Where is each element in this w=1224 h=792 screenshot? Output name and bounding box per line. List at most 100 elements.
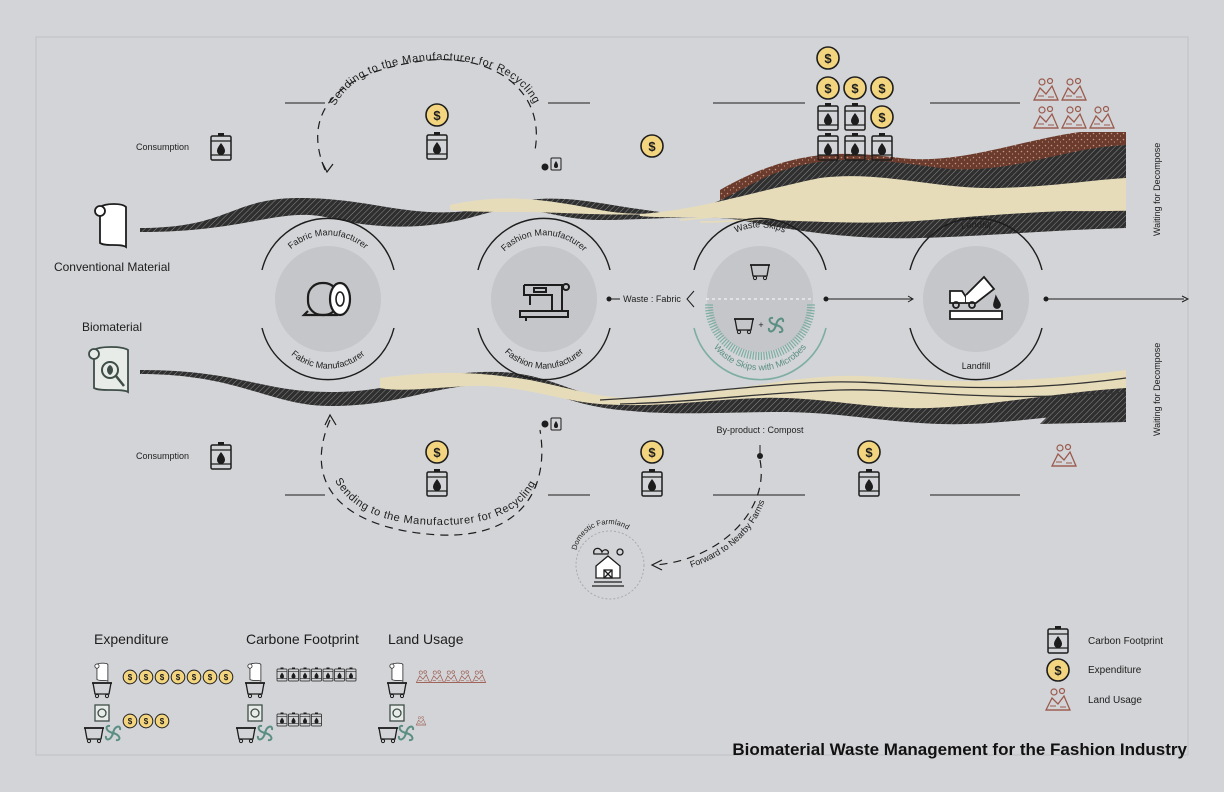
microbe-ray — [768, 351, 771, 360]
microbe-icon — [104, 724, 122, 742]
microbe-ray — [777, 348, 782, 356]
microbe-ray — [798, 330, 807, 336]
legend: Carbon Footprint Expenditure Land Usage — [1045, 625, 1163, 711]
microbe-ray — [752, 351, 755, 360]
microbe-ray — [782, 345, 788, 354]
microbe-ray — [772, 349, 777, 358]
conventional-stream — [140, 132, 1127, 239]
landfill-cost-stack — [816, 46, 894, 161]
dumpster-icon — [244, 682, 266, 699]
land-usage-icon — [430, 670, 444, 683]
fabric-roll-icon — [301, 281, 352, 317]
microbe-ray — [805, 316, 814, 321]
legend-land-icon — [1045, 687, 1071, 711]
land-usage-icon-bottom — [1051, 443, 1077, 467]
land-bio-icons — [415, 716, 427, 726]
carbon-barrel-icon — [288, 667, 299, 682]
carbon-barrel-icon — [299, 712, 311, 727]
stage-landfill: Landfill Landfill — [909, 217, 1043, 381]
microbe-ring — [705, 304, 815, 360]
microbe-ray — [719, 336, 726, 343]
microbe-ray — [727, 343, 734, 351]
microbe-ray — [800, 328, 808, 334]
carbon-barrel-icon — [299, 667, 311, 682]
decompose-label-top: Waiting for Decompose — [1152, 143, 1162, 236]
land-usage-icon — [472, 670, 486, 683]
expenditure-coin-icon — [154, 713, 170, 729]
expenditure-coin-icon — [640, 440, 664, 464]
microbe-icon — [397, 724, 415, 742]
expenditure-bio-coins — [122, 713, 170, 729]
summary-land: Land Usage — [377, 631, 486, 744]
microbe-ray — [706, 316, 715, 321]
conventional-material-label: Conventional Material — [54, 260, 170, 274]
microbe-ray — [746, 350, 750, 359]
summary-land-title: Land Usage — [388, 631, 464, 647]
microbe-ray — [765, 351, 768, 360]
carbon-barrel-icon — [322, 667, 334, 682]
domestic-farmland: Domestic Farmland — [570, 517, 645, 600]
summary-expenditure-title: Expenditure — [94, 631, 169, 647]
microbe-ray — [705, 309, 714, 312]
microbe-ray — [788, 341, 795, 349]
microbe-ray — [795, 334, 803, 341]
summary-expenditure: Expenditure — [83, 631, 234, 744]
microbe-ray — [735, 347, 740, 355]
svg-text:+: + — [758, 320, 763, 330]
expenditure-coin-icon — [425, 103, 449, 127]
microbe-ray — [805, 314, 814, 318]
biomaterial-icon — [88, 346, 129, 394]
conventional-material-icon — [94, 203, 127, 248]
microbe-ray — [794, 336, 801, 343]
microbe-ray — [786, 343, 793, 351]
microbe-ray — [740, 349, 745, 357]
microbe-ray — [743, 349, 748, 358]
dumpster-icon — [235, 727, 257, 744]
microbe-icon — [256, 724, 274, 742]
legend-carbon-icon — [1047, 625, 1069, 654]
microbe-ray — [732, 345, 738, 354]
carbon-barrel-icon-small — [550, 417, 562, 431]
expenditure-coin-icon — [640, 134, 664, 158]
consumption-label-top: Consumption — [136, 142, 189, 152]
consumption-label-bottom: Consumption — [136, 451, 189, 461]
carbon-barrel-icon — [426, 131, 448, 160]
forward-arc — [654, 459, 762, 566]
carbon-barrel-icon — [276, 712, 288, 727]
stage-waste-skips: Waste Skips Waste Skips with Microbes + — [693, 217, 827, 381]
carbon-barrel-icon — [334, 667, 345, 682]
expenditure-coin-icon — [218, 669, 234, 685]
microbe-ray — [717, 334, 725, 341]
legend-expenditure-label: Expenditure — [1088, 665, 1142, 676]
expenditure-coin-icon — [425, 440, 449, 464]
microbe-ray — [784, 344, 790, 352]
expenditure-coin-icon — [186, 669, 202, 685]
carbon-barrel-icon — [210, 441, 232, 470]
land-usage-cluster-top — [1033, 77, 1115, 129]
microbe-ray — [708, 321, 717, 326]
carbon-barrel-icon — [288, 712, 299, 727]
frame — [35, 36, 1189, 756]
land-usage-icon — [458, 670, 472, 683]
microbe-ray — [706, 314, 715, 318]
microbe-ray — [755, 351, 757, 360]
microbe-ray — [797, 332, 805, 339]
land-usage-icon — [415, 716, 427, 726]
expenditure-coin-icon — [138, 713, 154, 729]
expenditure-coin-icon — [122, 713, 138, 729]
landfill-bottom-label: Landfill — [962, 361, 991, 371]
recycle-label-top: Sending to the Manufacturer for Recyclin… — [327, 51, 542, 108]
diagram-title: Biomaterial Waste Management for the Fas… — [732, 740, 1187, 759]
microbe-ray — [770, 350, 774, 359]
microbe-ray — [802, 323, 811, 329]
microbe-ray — [790, 339, 797, 347]
microbe-ray — [801, 326, 810, 331]
microbe-ray — [763, 351, 765, 360]
microbe-ray — [792, 338, 799, 345]
legend-expenditure-icon — [1046, 658, 1070, 682]
microbe-ray — [803, 321, 812, 326]
expenditure-coin-icon — [154, 669, 170, 685]
microbe-ray — [715, 332, 723, 339]
microbe-ray — [713, 330, 722, 336]
